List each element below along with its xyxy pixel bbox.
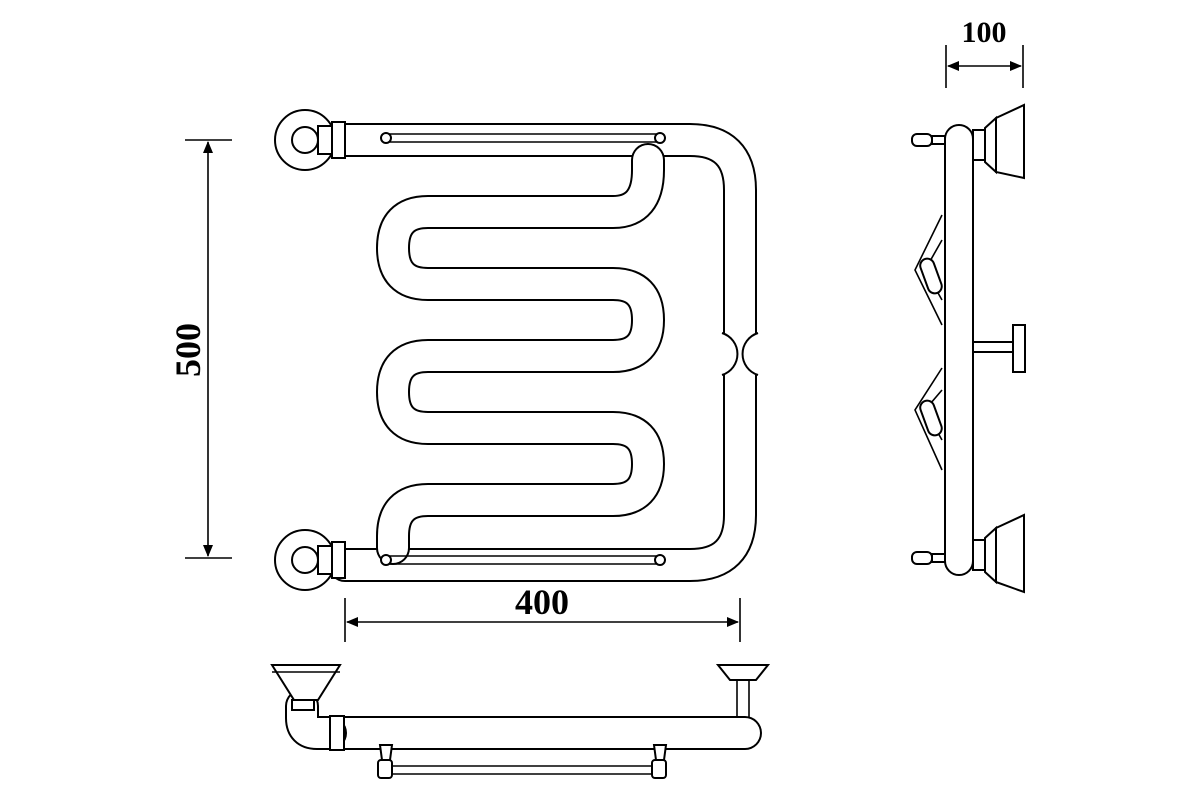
top-view <box>270 664 771 779</box>
bottom-towel-bar <box>380 554 666 566</box>
top-towel-bar <box>380 132 666 144</box>
depth-dimension: 100 <box>945 16 1024 88</box>
side-view <box>911 103 1026 594</box>
depth-label: 100 <box>962 16 1007 49</box>
width-label: 400 <box>515 582 569 622</box>
serpentine-pipe <box>323 123 757 582</box>
height-dimension: 500 <box>168 139 232 559</box>
width-dimension: 400 <box>344 582 741 642</box>
top-connection-flange <box>274 109 346 171</box>
bottom-connection-flange <box>274 529 346 591</box>
middle-bracket <box>721 332 759 376</box>
height-label: 500 <box>168 323 208 377</box>
front-view <box>274 109 759 591</box>
